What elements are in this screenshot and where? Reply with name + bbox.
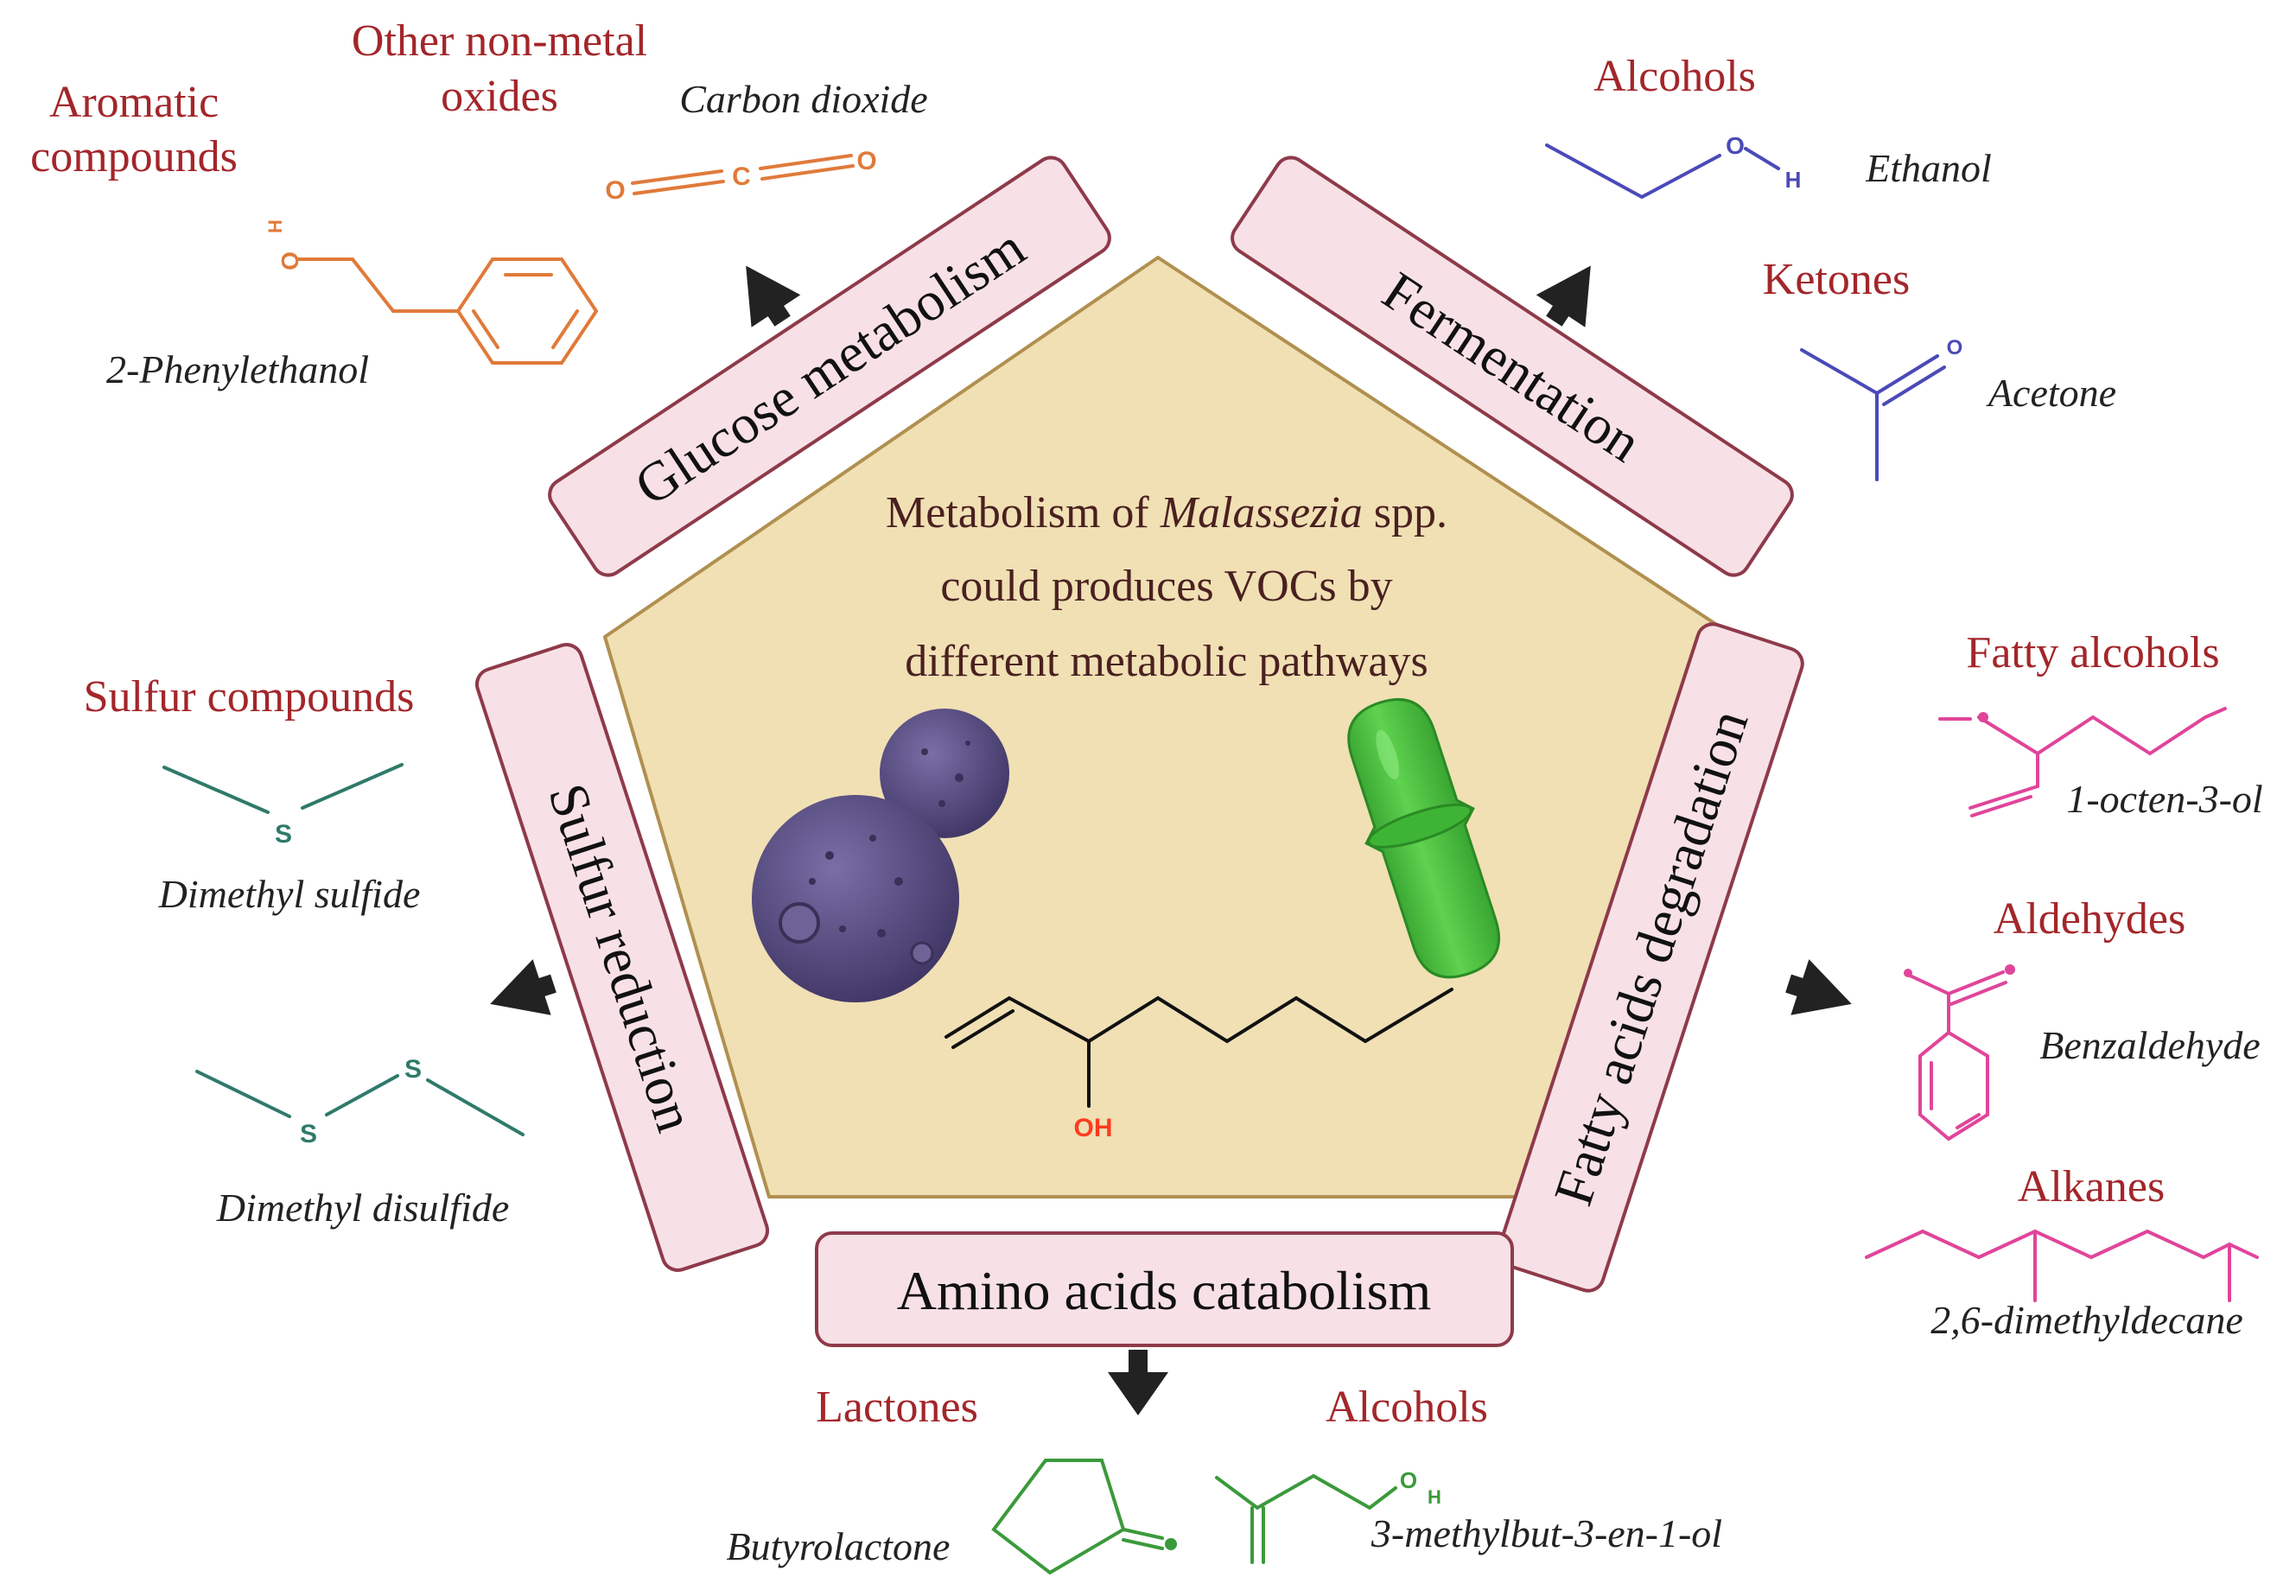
alkanes-category: Alkanes xyxy=(2018,1162,2165,1211)
bacterium-illustration xyxy=(1347,698,1500,979)
center-title-line1: Metabolism of Malassezia spp. xyxy=(886,488,1447,537)
ethanol-atom-o: O xyxy=(1726,132,1745,159)
phenylethanol-name: 2-Phenylethanol xyxy=(106,347,369,391)
sulfur-category: Sulfur compounds xyxy=(84,672,415,722)
ethanol-structure xyxy=(1545,143,1780,200)
carbon-dioxide-atom-o2: O xyxy=(856,147,876,175)
benzaldehyde-h-dot xyxy=(1904,969,1912,977)
dimethyl-disulfide-name: Dimethyl disulfide xyxy=(216,1186,510,1230)
phenylethanol-atom-o: O xyxy=(277,251,303,270)
butyrolactone-name: Butyrolactone xyxy=(727,1524,951,1568)
methylbutenol-atom-h: H xyxy=(1428,1486,1441,1508)
ethanol-atom-h: H xyxy=(1785,167,1802,193)
center-title-line3: different metabolic pathways xyxy=(905,637,1428,686)
methylbutenol-name: 3-methylbut-3-en-1-ol xyxy=(1371,1511,1722,1555)
carbon-dioxide-atom-c: C xyxy=(732,162,751,191)
fatty-alcohols-category: Fatty alcohols xyxy=(1966,628,2219,677)
dimethyl-disulfide-structure xyxy=(195,1070,525,1136)
alcohols-bottom-category: Alcohols xyxy=(1326,1383,1488,1432)
arrow-amino xyxy=(1108,1350,1168,1415)
acetone-structure xyxy=(1800,348,1946,481)
carbon-dioxide-structure xyxy=(631,154,855,195)
center-title-pre: Metabolism of xyxy=(886,488,1161,537)
lactones-category: Lactones xyxy=(816,1383,978,1432)
aldehydes-category: Aldehydes xyxy=(1994,894,2185,944)
methylbutenol-structure xyxy=(1215,1473,1397,1564)
acetone-name: Acetone xyxy=(1986,371,2116,415)
aromatic-category-line2: compounds xyxy=(30,132,238,181)
center-molecule-oh: OH xyxy=(1074,1114,1113,1142)
arrow-fatty xyxy=(1785,959,1852,1015)
octenol-structure xyxy=(1938,707,2227,817)
butyrolactone-structure xyxy=(991,1459,1164,1575)
phenylethanol-structure xyxy=(296,258,599,365)
nonmetal-category-line2: oxides xyxy=(441,72,558,121)
benzaldehyde-name: Benzaldehyde xyxy=(2039,1023,2260,1067)
phenylethanol-atom-h: H xyxy=(264,219,286,233)
ethanol-name: Ethanol xyxy=(1865,146,1992,190)
alcohols-top-category: Alcohols xyxy=(1593,52,1756,101)
dimethyl-disulfide-atom-s1: S xyxy=(300,1120,317,1148)
nonmetal-category-line1: Other non-metal xyxy=(352,16,647,66)
carbon-dioxide-atom-o1: O xyxy=(605,176,625,205)
yeast-cell-illustration xyxy=(752,709,1009,1002)
aromatic-category-line1: Aromatic xyxy=(49,78,219,127)
dimethyl-sulfide-atom-s: S xyxy=(275,820,292,849)
butyrolactone-o-dot xyxy=(1165,1538,1177,1550)
amino-acids-box: Amino acids catabolism xyxy=(815,1231,1514,1347)
benzaldehyde-o-dot xyxy=(2005,964,2015,975)
ketones-category: Ketones xyxy=(1763,255,1910,304)
dimethyl-sulfide-name: Dimethyl sulfide xyxy=(158,872,421,916)
dimethyl-disulfide-atom-s2: S xyxy=(404,1055,422,1084)
octenol-name: 1-octen-3-ol xyxy=(2066,777,2262,821)
dimethyl-sulfide-structure xyxy=(162,763,404,814)
arrow-fermentation xyxy=(1536,265,1591,327)
amino-acids-label: Amino acids catabolism xyxy=(897,1260,1432,1321)
octenol-oxygen-dot xyxy=(1978,712,1988,722)
center-title-line2: could produces VOCs by xyxy=(940,562,1392,611)
dimethyldecane-name: 2,6-dimethyldecane xyxy=(1930,1298,2242,1342)
benzaldehyde-structure xyxy=(1906,970,2007,1141)
center-title-post: spp. xyxy=(1363,488,1447,537)
arrow-glucose xyxy=(746,265,801,327)
center-molecule xyxy=(944,988,1453,1108)
arrow-sulfur xyxy=(490,959,557,1015)
carbon-dioxide-name: Carbon dioxide xyxy=(679,77,927,121)
acetone-atom-o: O xyxy=(1947,336,1963,359)
dimethyldecane-structure xyxy=(1865,1229,2259,1302)
methylbutenol-atom-o: O xyxy=(1400,1467,1417,1493)
center-title-genus: Malassezia xyxy=(1160,488,1363,537)
